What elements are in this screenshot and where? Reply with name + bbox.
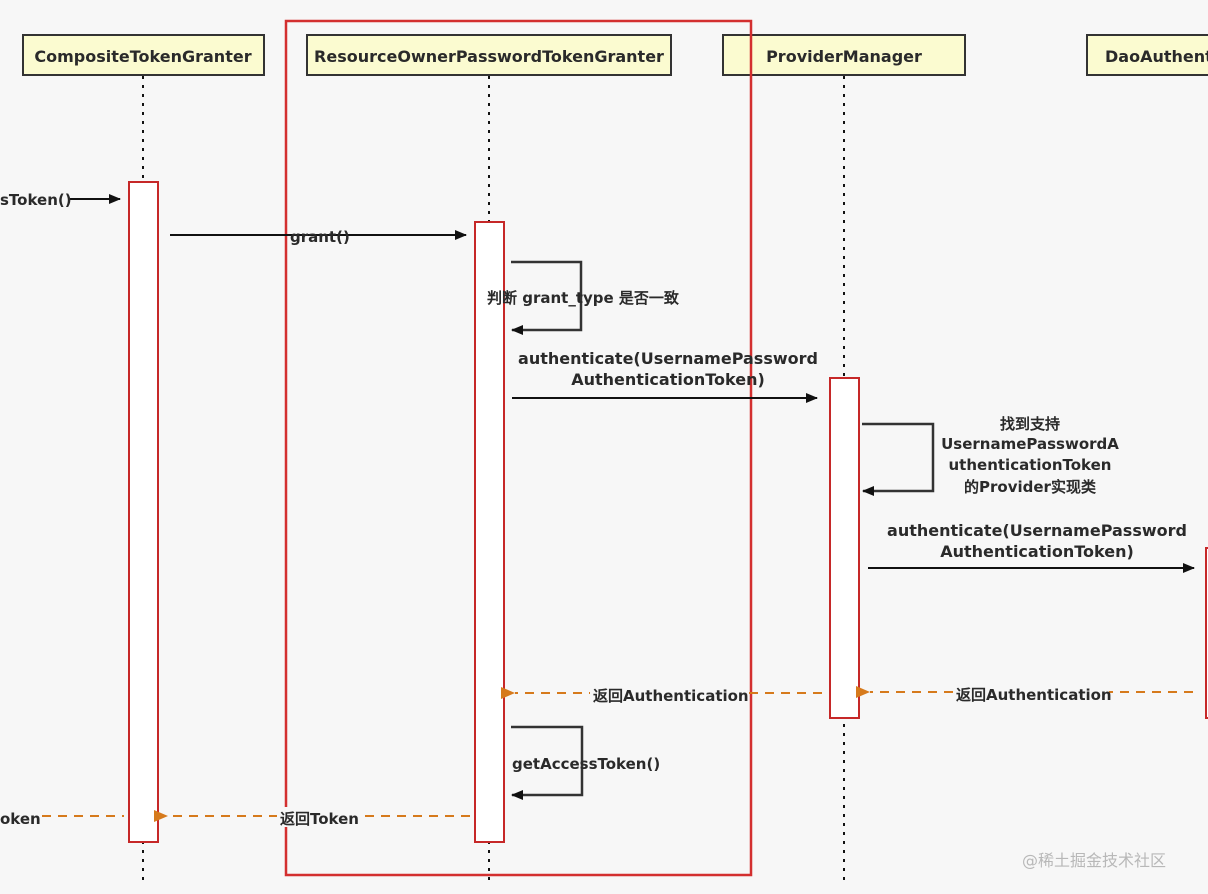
- message-label: sToken(): [0, 191, 72, 209]
- participant-label: DaoAuthent: [1105, 47, 1208, 66]
- message-label: 返回Authentication: [593, 687, 749, 705]
- message-label-line2: UsernamePasswordA: [941, 435, 1119, 453]
- message-label-line4: 的Provider实现类: [964, 478, 1097, 496]
- message-label-line1: authenticate(UsernamePassword: [887, 521, 1187, 540]
- message-label: grant(): [290, 228, 350, 246]
- message-label: getAccessToken(): [512, 755, 660, 773]
- return-token-to-caller: oken: [0, 810, 124, 828]
- message-label-line2: AuthenticationToken): [571, 370, 765, 389]
- activation-dao-provider: [1205, 547, 1208, 719]
- message-label: 返回Authentication: [956, 686, 1112, 704]
- participant-provider-manager: ProviderManager: [722, 34, 966, 76]
- self-call-find-provider: 找到支持 UsernamePasswordA uthenticationToke…: [862, 415, 1119, 496]
- message-label: oken: [0, 810, 41, 828]
- activation-composite: [128, 181, 159, 843]
- participant-label: ResourceOwnerPasswordTokenGranter: [314, 47, 664, 66]
- message-authenticate-dao-provider: authenticate(UsernamePassword Authentica…: [868, 521, 1195, 573]
- participant-dao-authentication-provider: DaoAuthent: [1086, 34, 1208, 76]
- participant-label: CompositeTokenGranter: [34, 47, 251, 66]
- message-authenticate-provider-manager: authenticate(UsernamePassword Authentica…: [512, 349, 818, 403]
- message-grant: grant(): [170, 228, 467, 246]
- message-label-line3: uthenticationToken: [949, 456, 1112, 474]
- participant-label: ProviderManager: [766, 47, 922, 66]
- return-authentication-from-dao: 返回Authentication: [856, 683, 1193, 704]
- message-label: 返回Token: [280, 810, 359, 828]
- message-label-line2: AuthenticationToken): [940, 542, 1134, 561]
- message-label-line1: authenticate(UsernamePassword: [518, 349, 818, 368]
- self-call-get-access-token: getAccessToken(): [511, 725, 660, 800]
- message-label: 判断 grant_type 是否一致: [487, 289, 680, 307]
- participant-resource-owner-password-token-granter: ResourceOwnerPasswordTokenGranter: [306, 34, 672, 76]
- activation-provider-manager: [829, 377, 860, 719]
- activation-resource-owner: [474, 221, 505, 843]
- watermark: @稀土掘金技术社区: [1022, 851, 1166, 870]
- return-authentication-from-provider-manager: 返回Authentication: [501, 684, 822, 705]
- self-call-check-grant-type: 判断 grant_type 是否一致: [487, 260, 680, 335]
- message-label-line1: 找到支持: [1000, 415, 1060, 433]
- return-token-to-composite: 返回Token: [154, 807, 470, 828]
- message-get-access-token-incoming: sToken(): [0, 191, 121, 209]
- participant-composite-token-granter: CompositeTokenGranter: [22, 34, 265, 76]
- highlight-frame: [284, 19, 753, 877]
